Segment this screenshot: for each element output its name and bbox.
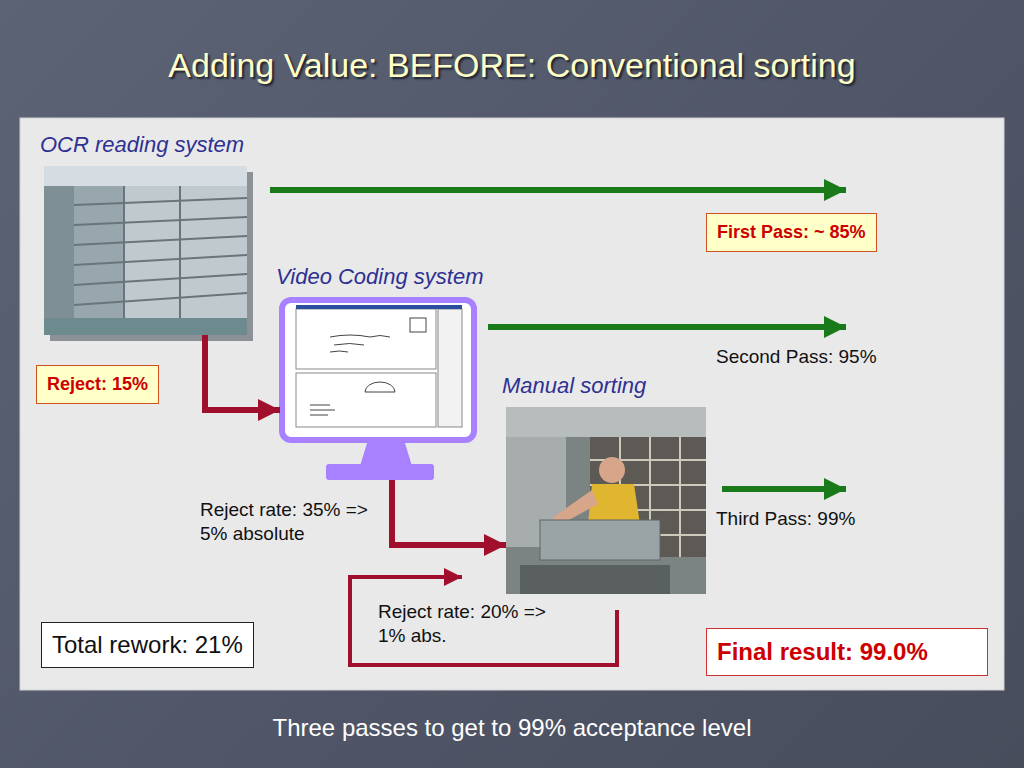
content-panel <box>20 118 1004 690</box>
box-text: Total rework: 21% <box>52 631 243 659</box>
ocr-system: OCR reading system <box>44 166 247 335</box>
pass-arrow <box>270 187 846 193</box>
pass-label: Third Pass: 99% <box>716 507 855 531</box>
node-heading: Manual sorting <box>502 373 646 399</box>
node-heading: OCR reading system <box>40 132 244 158</box>
total-box: Total rework: 21% <box>41 622 254 668</box>
reject-rate-note: Reject rate: 20% => 1% abs. <box>378 600 546 648</box>
box-text: Final result: 99.0% <box>717 638 928 666</box>
box-text: Reject: 15% <box>47 374 148 395</box>
manual-sorting-photo <box>506 407 706 594</box>
reject-loop <box>350 577 617 665</box>
result-box: First Pass: ~ 85% <box>706 213 877 252</box>
slide-caption: Three passes to get to 99% acceptance le… <box>0 714 1024 742</box>
video-monitor <box>282 300 474 480</box>
reject-arrow <box>392 480 506 545</box>
manual-sorting: Manual sorting <box>506 407 706 594</box>
pass-label: Second Pass: 95% <box>716 345 877 369</box>
slide-title: Adding Value: BEFORE: Conventional sorti… <box>0 46 1024 85</box>
node-heading: Video Coding system <box>276 264 484 290</box>
reject-rate-note: Reject rate: 35% => 5% absolute <box>200 498 368 546</box>
final-box: Final result: 99.0% <box>706 628 988 676</box>
pass-arrow <box>488 324 846 330</box>
ocr-machine <box>44 166 253 341</box>
pass-arrow <box>722 486 846 492</box>
reject-arrow <box>205 335 280 410</box>
box-text: First Pass: ~ 85% <box>717 222 866 243</box>
video-coding-system: Video Coding system <box>280 298 476 480</box>
reject-box: Reject: 15% <box>36 365 159 404</box>
